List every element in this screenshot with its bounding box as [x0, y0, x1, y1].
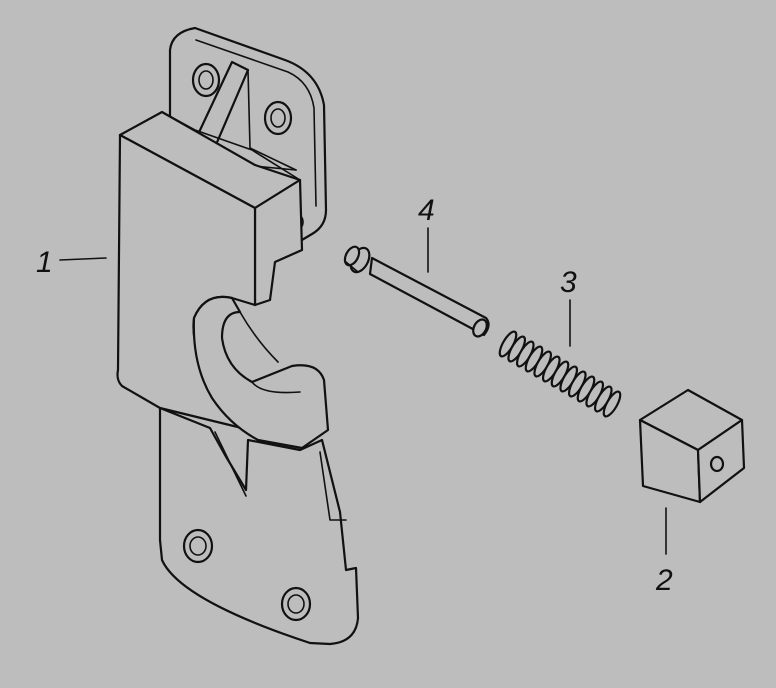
- cube-block-part: [638, 388, 746, 504]
- upper-right-bolt-hole: [263, 100, 293, 136]
- callout-4-label: 4: [418, 194, 435, 227]
- coil-spring-part: [498, 330, 622, 418]
- callout-1-label: 1: [36, 246, 53, 279]
- pin-part: [343, 245, 490, 338]
- callout-2-label: 2: [655, 564, 673, 597]
- latch-body-part: [116, 26, 360, 646]
- lower-left-bolt-hole: [182, 528, 214, 564]
- leader-line-1: [59, 257, 107, 261]
- upper-left-bolt-hole: [191, 62, 221, 98]
- lower-right-bolt-hole: [280, 586, 312, 622]
- latch-hook-cam: [192, 295, 330, 450]
- lower-mounting-plate: [158, 406, 360, 646]
- cube-hole: [709, 455, 725, 473]
- callout-3-label: 3: [560, 266, 577, 299]
- spring-coil: [602, 390, 622, 418]
